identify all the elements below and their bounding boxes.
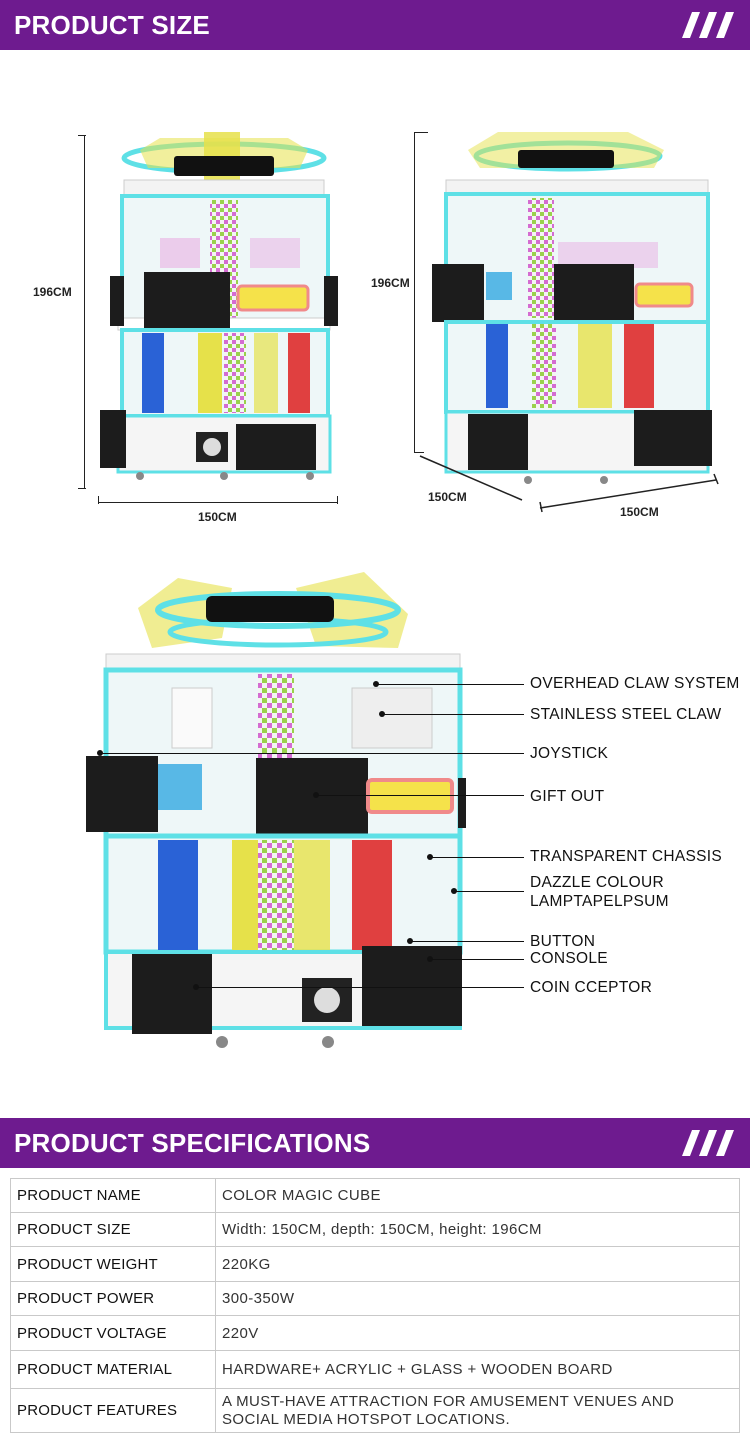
angled-base-dimension-lines [419,455,719,513]
angled-height-tick-top [414,132,428,133]
slash-decoration-icon [682,1130,734,1156]
angled-depth-label: 150CM [428,490,467,504]
callout-line-overhead [376,684,524,685]
spec-value: 220V [215,1315,740,1351]
callout-stainless-steel-claw: STAINLESS STEEL CLAW [530,706,722,723]
detail-view-illustration [82,568,482,1056]
callout-dot-coin [193,984,199,990]
front-view-illustration [100,128,348,483]
callout-line-joystick [100,753,524,754]
front-height-tick-top [78,135,86,136]
product-size-banner: PRODUCT SIZE [0,0,750,50]
front-width-tick-right [337,496,338,504]
table-row: PRODUCT POWER 300-350W [10,1281,740,1316]
callout-joystick: JOYSTICK [530,745,609,762]
callout-dot-dazzle [451,888,457,894]
angled-width-label: 150CM [620,505,659,519]
spec-table: PRODUCT NAME COLOR MAGIC CUBE PRODUCT SI… [10,1178,740,1433]
spec-key: PRODUCT WEIGHT [10,1246,216,1282]
angled-view-illustration [428,124,714,488]
callout-dot-console [427,956,433,962]
spec-key: PRODUCT POWER [10,1281,216,1316]
spec-value: HARDWARE+ ACRYLIC + GLASS + WOODEN BOARD [215,1350,740,1389]
callout-line-console [430,959,524,960]
spec-value: Width: 150CM, depth: 150CM, height: 196C… [215,1212,740,1247]
front-height-tick-bottom [78,488,86,489]
callout-lamptape: LAMPTAPELPSUM [530,893,669,910]
slash-decoration-icon [682,12,734,38]
product-spec-title: PRODUCT SPECIFICATIONS [14,1128,371,1158]
callout-dot-joystick [97,750,103,756]
callout-overhead-claw-system: OVERHEAD CLAW SYSTEM [530,675,740,692]
spec-key: PRODUCT MATERIAL [10,1350,216,1389]
callout-button: BUTTON [530,933,596,950]
front-width-tick-left [98,496,99,504]
front-width-label: 150CM [198,510,237,524]
spec-key: PRODUCT SIZE [10,1212,216,1247]
callout-line-dazzle [454,891,524,892]
callout-dot-claw [379,711,385,717]
callout-line-claw [382,714,524,715]
spec-value: 300-350W [215,1281,740,1316]
spec-value: 220KG [215,1246,740,1282]
product-spec-banner: PRODUCT SPECIFICATIONS [0,1118,750,1168]
table-row: PRODUCT FEATURES A MUST-HAVE ATTRACTION … [10,1388,740,1433]
front-height-label: 196CM [33,285,72,299]
table-row: PRODUCT MATERIAL HARDWARE+ ACRYLIC + GLA… [10,1350,740,1389]
callout-dazzle-colour: DAZZLE COLOUR [530,874,664,891]
product-size-title: PRODUCT SIZE [14,10,210,40]
table-row: PRODUCT SIZE Width: 150CM, depth: 150CM,… [10,1212,740,1247]
table-row: PRODUCT WEIGHT 220KG [10,1246,740,1282]
callout-dot-overhead [373,681,379,687]
callout-line-gift [316,795,524,796]
callout-dot-chassis [427,854,433,860]
callout-line-chassis [430,857,524,858]
spec-value: COLOR MAGIC CUBE [215,1178,740,1213]
spec-key: PRODUCT VOLTAGE [10,1315,216,1351]
callout-coin-acceptor: COIN CCEPTOR [530,979,653,996]
front-width-line [98,502,337,503]
callout-console: CONSOLE [530,950,608,967]
callout-line-coin [196,987,524,988]
callout-line-button [410,941,524,942]
angled-height-label: 196CM [371,276,410,290]
angled-height-tick-bottom [414,452,424,453]
callout-transparent-chassis: TRANSPARENT CHASSIS [530,848,723,865]
table-row: PRODUCT VOLTAGE 220V [10,1315,740,1351]
callout-dot-gift [313,792,319,798]
spec-key: PRODUCT NAME [10,1178,216,1213]
callout-gift-out: GIFT OUT [530,788,605,805]
front-height-line [84,135,85,488]
angled-height-line [414,132,415,452]
table-row: PRODUCT NAME COLOR MAGIC CUBE [10,1178,740,1213]
callout-dot-button [407,938,413,944]
spec-value: A MUST-HAVE ATTRACTION FOR AMUSEMENT VEN… [215,1388,740,1433]
spec-key: PRODUCT FEATURES [10,1388,216,1433]
